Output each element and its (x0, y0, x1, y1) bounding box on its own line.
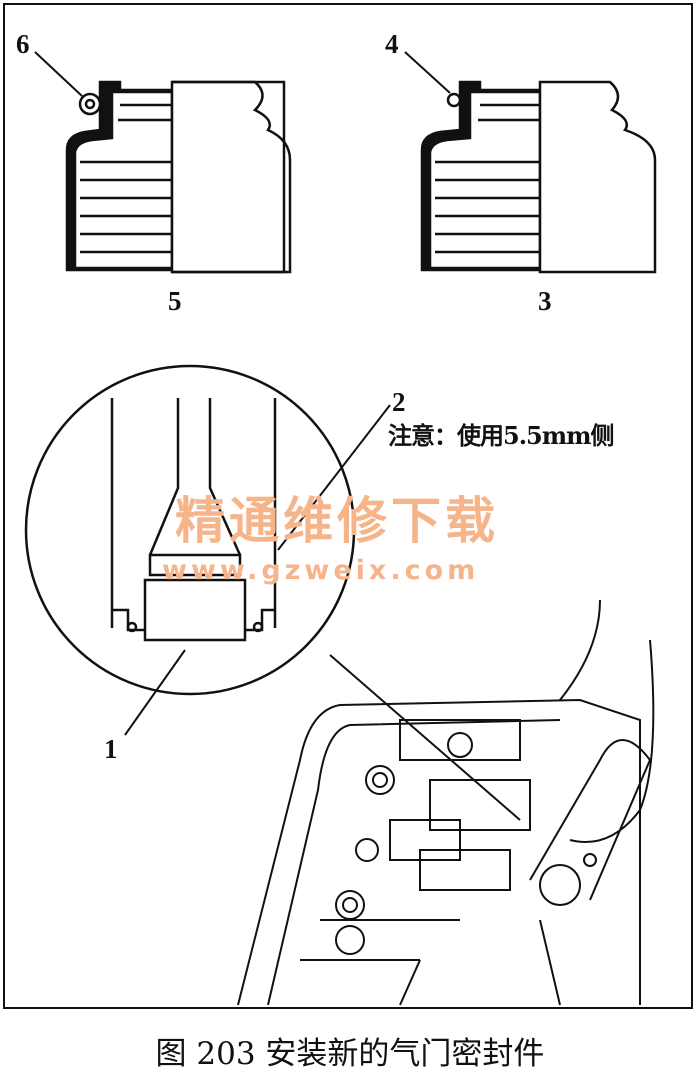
callout-2: 2 (392, 387, 406, 417)
valve-seal-5 (65, 80, 292, 274)
callout-4: 4 (385, 29, 399, 59)
note-text: 注意：使用5.5mm侧 (388, 421, 615, 450)
callout-6: 6 (16, 29, 30, 59)
figure-caption: 图 203 安装新的气门密封件 (155, 1036, 545, 1072)
figure-frame (3, 3, 693, 1009)
callout-5: 5 (168, 286, 182, 316)
detail-circle (24, 364, 356, 696)
cylinder-head-illustration (237, 599, 655, 1006)
callout-1: 1 (104, 734, 118, 764)
callout-3: 3 (538, 286, 552, 316)
watermark-title: 精通维修下载 (175, 492, 499, 550)
watermark-url: www.gzweix.com (162, 555, 480, 586)
valve-seal-3 (420, 80, 657, 274)
